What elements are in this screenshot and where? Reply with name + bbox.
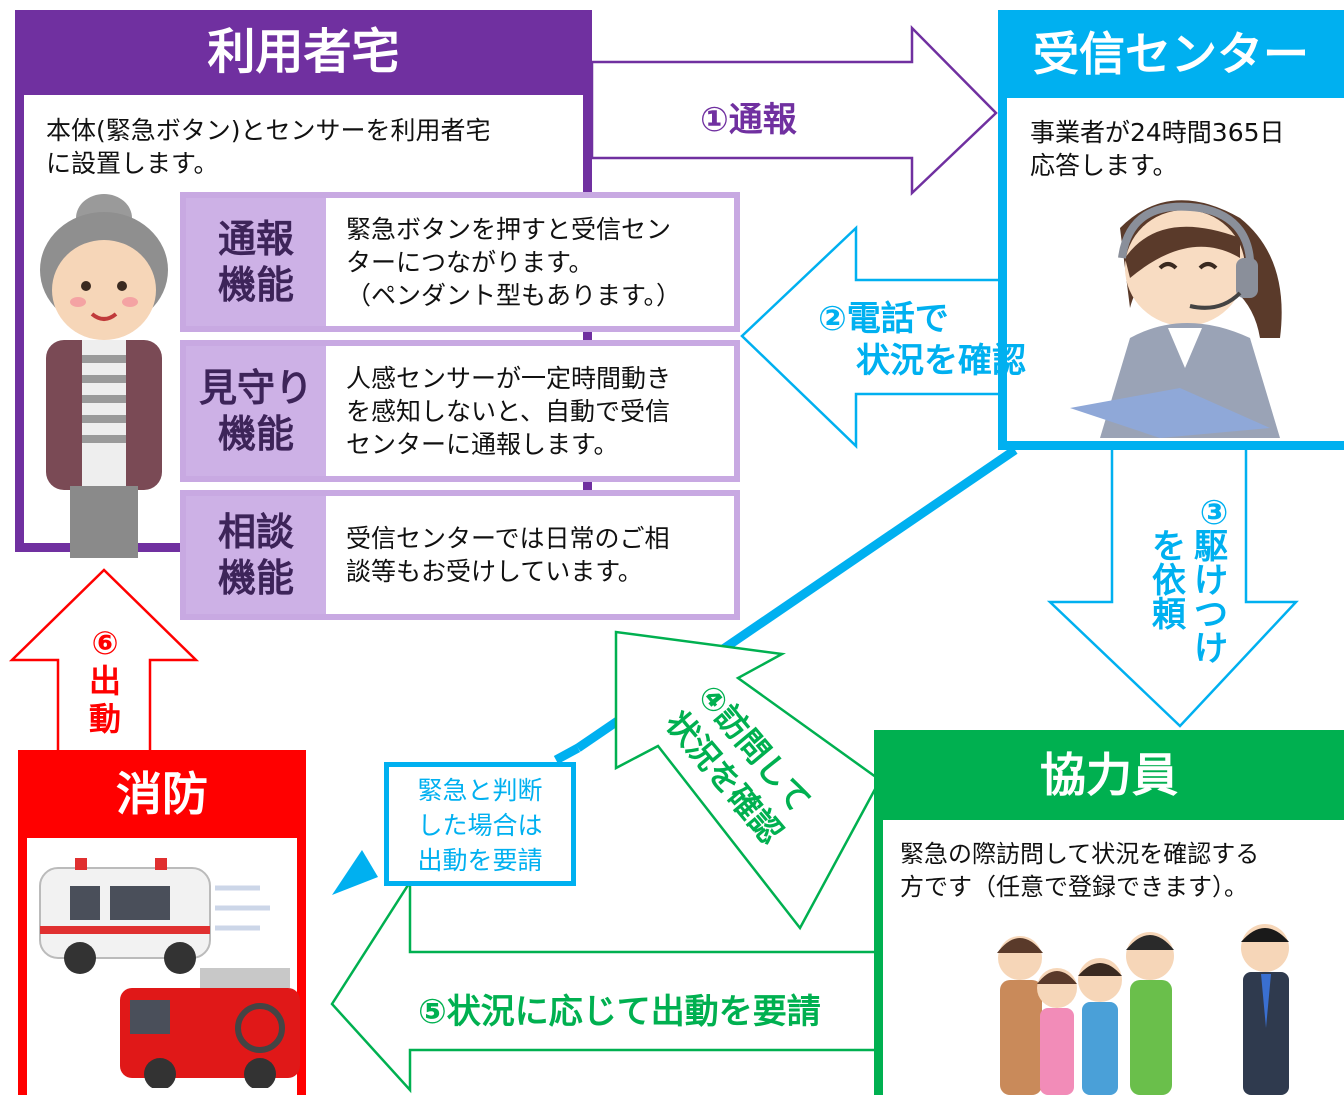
arrow-2-label: ②電話で 状況を確認 xyxy=(818,298,1026,382)
home-desc-line: に設置します。 xyxy=(46,149,219,178)
note-line: した場合は xyxy=(417,811,543,840)
ambulance-firetruck-illustration xyxy=(39,858,300,1088)
arrow-6-char: 出 xyxy=(88,662,121,700)
helpers-illustration xyxy=(997,924,1289,1095)
emergency-connector-tail xyxy=(553,744,581,764)
feature-label-line: 機能 xyxy=(217,412,294,456)
feature-text-line: 談等もお受けしています。 xyxy=(346,557,643,586)
arrow-3-char: つ xyxy=(1194,595,1228,635)
emergency-connector-arrowhead xyxy=(332,850,378,895)
feature-watch-text: 人感センサーが一定時間動き を感知しないと、自動で受信 センターに通報します。 xyxy=(326,346,734,476)
feature-report-text: 緊急ボタンを押すと受信セン ターにつながります。 （ペンダント型もあります。） xyxy=(326,198,734,326)
arrow-2-phone-check xyxy=(740,225,1002,449)
feature-watch-label: 見守り 機能 xyxy=(186,346,326,476)
operator-illustration xyxy=(1070,200,1282,438)
arrow-2-line: ②電話で xyxy=(818,299,949,339)
arrow-5-dispatch-request xyxy=(330,877,880,1094)
emergency-note-box: 緊急と判断 した場合は 出動を要請 xyxy=(384,762,576,886)
arrow-6-label: ⑥ 出 動 xyxy=(80,624,130,738)
center-desc-line: 応答します。 xyxy=(1030,151,1178,180)
arrow-5-label: ⑤状況に応じて出動を要請 xyxy=(418,992,821,1032)
feature-text-line: を感知しないと、自動で受信 xyxy=(346,396,671,426)
home-description: 本体(緊急ボタン)とセンサーを利用者宅 に設置します。 xyxy=(46,114,576,180)
note-line: 緊急と判断 xyxy=(417,776,543,805)
feature-watch: 見守り 機能 人感センサーが一定時間動き を感知しないと、自動で受信 センターに… xyxy=(180,340,740,482)
helper-desc-line: 方です（任意で登録できます）。 xyxy=(900,873,1248,901)
fire-title: 消防 xyxy=(18,750,306,838)
center-desc-line: 事業者が24時間365日 xyxy=(1030,118,1285,147)
feature-text-line: 受信センターでは日常のご相 xyxy=(346,524,670,553)
arrow-3-char: を xyxy=(1152,527,1186,567)
arrow-1-label: ①通報 xyxy=(700,100,797,140)
arrow-3-number: ③ xyxy=(1199,493,1229,533)
arrow-4-visit-check xyxy=(614,630,882,931)
arrow-6-dispatch xyxy=(8,568,200,754)
feature-text-line: 人感センサーが一定時間動き xyxy=(346,363,672,393)
feature-label-line: 通報 xyxy=(217,217,294,261)
feature-report-label: 通報 機能 xyxy=(186,198,326,326)
feature-text-line: センターに通報します。 xyxy=(346,429,619,459)
feature-consult: 相談 機能 受信センターでは日常のご相 談等もお受けしています。 xyxy=(180,490,740,620)
feature-label-line: 機能 xyxy=(217,263,294,307)
arrow-2-line: 状況を確認 xyxy=(856,341,1026,381)
arrow-3-char: け xyxy=(1194,561,1228,601)
note-line: 出動を要請 xyxy=(417,846,543,875)
elderly-user-illustration xyxy=(40,194,168,558)
center-title: 受信センター xyxy=(998,10,1344,98)
feature-label-line: 相談 xyxy=(217,510,294,554)
arrow-6-char: 動 xyxy=(88,700,121,738)
feature-consult-label: 相談 機能 xyxy=(186,496,326,614)
arrow-3-rush-request xyxy=(1046,446,1299,728)
home-title: 利用者宅 xyxy=(15,10,592,95)
arrow-3-char: 依 xyxy=(1152,561,1186,601)
helper-description: 緊急の際訪問して状況を確認する 方です（任意で登録できます）。 xyxy=(900,838,1340,904)
center-description: 事業者が24時間365日 応答します。 xyxy=(1030,116,1330,182)
feature-label-line: 機能 xyxy=(217,556,294,600)
home-desc-line: 本体(緊急ボタン)とセンサーを利用者宅 xyxy=(46,116,491,145)
arrow-6-char: ⑥ xyxy=(91,624,119,662)
helper-title: 協力員 xyxy=(874,730,1344,820)
emergency-connector-tail-2 xyxy=(352,866,375,884)
arrow-1-report xyxy=(590,24,998,196)
feature-consult-text: 受信センターでは日常のご相 談等もお受けしています。 xyxy=(326,496,734,614)
feature-text-line: （ペンダント型もあります。） xyxy=(346,280,682,310)
arrow-3-char: け xyxy=(1194,629,1228,669)
feature-text-line: 緊急ボタンを押すと受信セン xyxy=(346,214,672,244)
arrow-3-char: 駆 xyxy=(1194,527,1228,567)
arrow-3-char: 頼 xyxy=(1152,595,1186,635)
feature-text-line: ターにつながります。 xyxy=(346,247,594,277)
feature-report: 通報 機能 緊急ボタンを押すと受信セン ターにつながります。 （ペンダント型もあ… xyxy=(180,192,740,332)
helper-desc-line: 緊急の際訪問して状況を確認する xyxy=(900,840,1260,868)
feature-label-line: 見守り xyxy=(198,366,313,410)
arrow-3-label: ③ 駆 け つ け を 依 頼 xyxy=(1140,496,1240,666)
